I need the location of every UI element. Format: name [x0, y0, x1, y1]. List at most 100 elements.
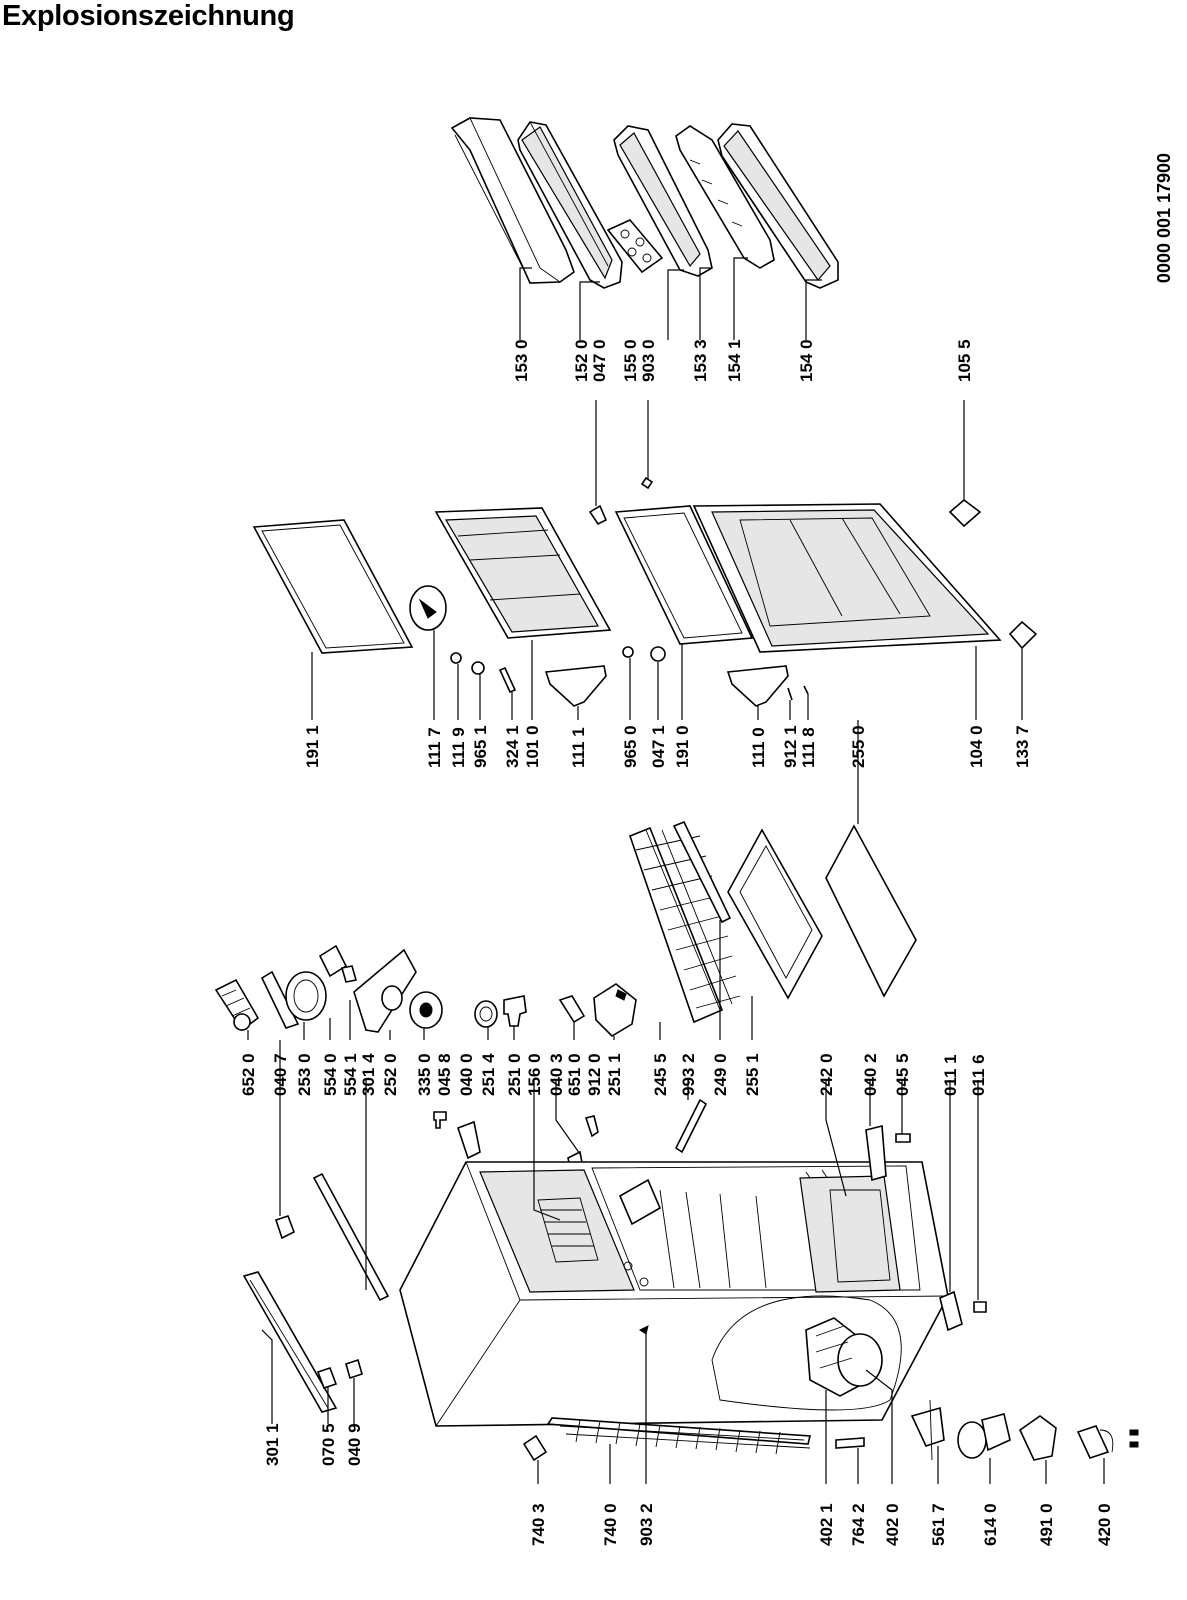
- hinge-040-0: [456, 1120, 481, 1160]
- part-label: 402 1: [817, 1503, 836, 1546]
- part-label: 047 1: [649, 725, 668, 768]
- freezer-door-101-0: [434, 507, 612, 639]
- door-shelf-154-0: [717, 123, 839, 289]
- part-label: 242 0: [817, 1053, 836, 1096]
- part-label: 903 2: [637, 1503, 656, 1546]
- page-title: Explosionszeichnung: [2, 0, 295, 32]
- part-label: 301 4: [359, 1053, 378, 1096]
- tube-993-2: [674, 1098, 708, 1154]
- part-label: 652 0: [239, 1053, 258, 1096]
- relay-cover-491-0: [1018, 1415, 1057, 1461]
- door-shelf-152-0: [517, 121, 623, 289]
- cabinet-body: [399, 1161, 949, 1427]
- part-label: 420 0: [1095, 1503, 1114, 1546]
- starter-614-0: [957, 1413, 1011, 1459]
- door-shelf-153-0: [450, 117, 575, 284]
- lamp-parts-253-0: [260, 944, 358, 1029]
- capacitor-420-0: [1076, 1425, 1114, 1459]
- pipe-764-2: [835, 1437, 865, 1449]
- part-label: 045 5: [893, 1053, 912, 1096]
- part-label: 111 0: [749, 727, 768, 768]
- part-label: 251 4: [479, 1053, 498, 1096]
- part-label: 245 5: [651, 1053, 670, 1096]
- part-label: 101 0: [523, 725, 542, 768]
- part-label: 554 1: [341, 1053, 360, 1096]
- part-label: 040 7: [271, 1053, 290, 1096]
- part-label: 011 1: [941, 1054, 960, 1096]
- part-label: 154 0: [797, 339, 816, 382]
- cap-651-0: [558, 995, 586, 1024]
- part-label: 561 7: [929, 1503, 948, 1546]
- part-label: 191 1: [303, 725, 322, 768]
- part-label: 045 8: [435, 1053, 454, 1096]
- part-labels: 153 0 152 0 047 0 155 0 903 0 153 3 154 …: [239, 153, 1174, 1546]
- wire-shelf-245-5: [628, 826, 741, 1024]
- part-label: 111 7: [425, 727, 444, 768]
- part-label: 111 8: [799, 727, 818, 768]
- drain-740-3: [522, 1434, 548, 1462]
- foot-cap-105-5: [948, 498, 982, 528]
- part-label: 040 0: [457, 1053, 476, 1096]
- part-label: 324 1: [503, 725, 522, 768]
- compressor-402-0: [711, 1295, 902, 1411]
- small-part-070-5: [316, 1358, 363, 1390]
- doc-number: 0000 001 17900: [1154, 153, 1174, 283]
- part-label: 903 0: [639, 339, 658, 382]
- part-label: 993 2: [679, 1053, 698, 1096]
- part-label: 912 0: [585, 1053, 604, 1096]
- foot-cap-133-7: [1008, 620, 1038, 650]
- glass-strip-249-0: [672, 820, 732, 924]
- rail-301-4: [312, 1172, 390, 1302]
- part-label: 249 0: [711, 1053, 730, 1096]
- screw-912-0: [584, 1115, 599, 1138]
- part-label: 402 0: [883, 1503, 902, 1546]
- part-label: 740 3: [529, 1503, 548, 1546]
- small-marks: [1129, 1429, 1139, 1448]
- part-label: 111 9: [449, 727, 468, 768]
- screw-045-8: [433, 1111, 447, 1129]
- part-label: 251 0: [505, 1053, 524, 1096]
- part-label: 152 0: [572, 339, 591, 382]
- part-label: 104 0: [967, 725, 986, 768]
- part-label: 651 0: [565, 1053, 584, 1096]
- part-label: 040 3: [547, 1053, 566, 1096]
- hinge-040-2: [865, 1124, 887, 1182]
- part-label: 040 2: [861, 1053, 880, 1096]
- part-label: 111 1: [569, 727, 588, 768]
- hinge-parts-965-0: [588, 476, 666, 662]
- part-label: 011 6: [969, 1054, 988, 1096]
- part-label: 252 0: [381, 1053, 400, 1096]
- thermostat-652-0: [214, 978, 260, 1032]
- part-label: 554 0: [321, 1053, 340, 1096]
- part-label: 105 5: [955, 339, 974, 382]
- part-label: 912 1: [781, 725, 800, 768]
- part-label: 070 5: [319, 1423, 338, 1466]
- glass-shelf-255-0: [825, 824, 917, 998]
- knob-335-0: [409, 991, 443, 1029]
- part-label: 965 0: [621, 725, 640, 768]
- door-shelf-155-0: [613, 125, 713, 277]
- part-label: 764 2: [849, 1503, 868, 1546]
- part-label: 154 1: [725, 339, 744, 382]
- part-label: 253 0: [295, 1053, 314, 1096]
- top-cover-301-1: [242, 1271, 338, 1413]
- door-gasket-191-1: [252, 519, 414, 654]
- part-label: 251 1: [605, 1053, 624, 1096]
- relay-561-7: [910, 1399, 945, 1461]
- part-label: 614 0: [981, 1503, 1000, 1546]
- lamp-cover-252-0: [353, 948, 417, 1033]
- part-label: 255 0: [849, 725, 868, 768]
- leader-lines: [247, 257, 1105, 1484]
- part-label: 301 1: [263, 1423, 282, 1466]
- part-label: 255 1: [743, 1053, 762, 1096]
- part-label: 133 7: [1013, 725, 1032, 768]
- ring-251-4: [474, 1000, 498, 1028]
- glass-shelf-255-1: [727, 828, 823, 1000]
- part-label: 156 0: [525, 1053, 544, 1096]
- part-label: 191 0: [673, 725, 692, 768]
- part-label: 155 0: [621, 339, 640, 382]
- part-label: 335 0: [415, 1053, 434, 1096]
- door-shelf-153-3: [675, 125, 775, 269]
- foot-011-1: [939, 1290, 987, 1332]
